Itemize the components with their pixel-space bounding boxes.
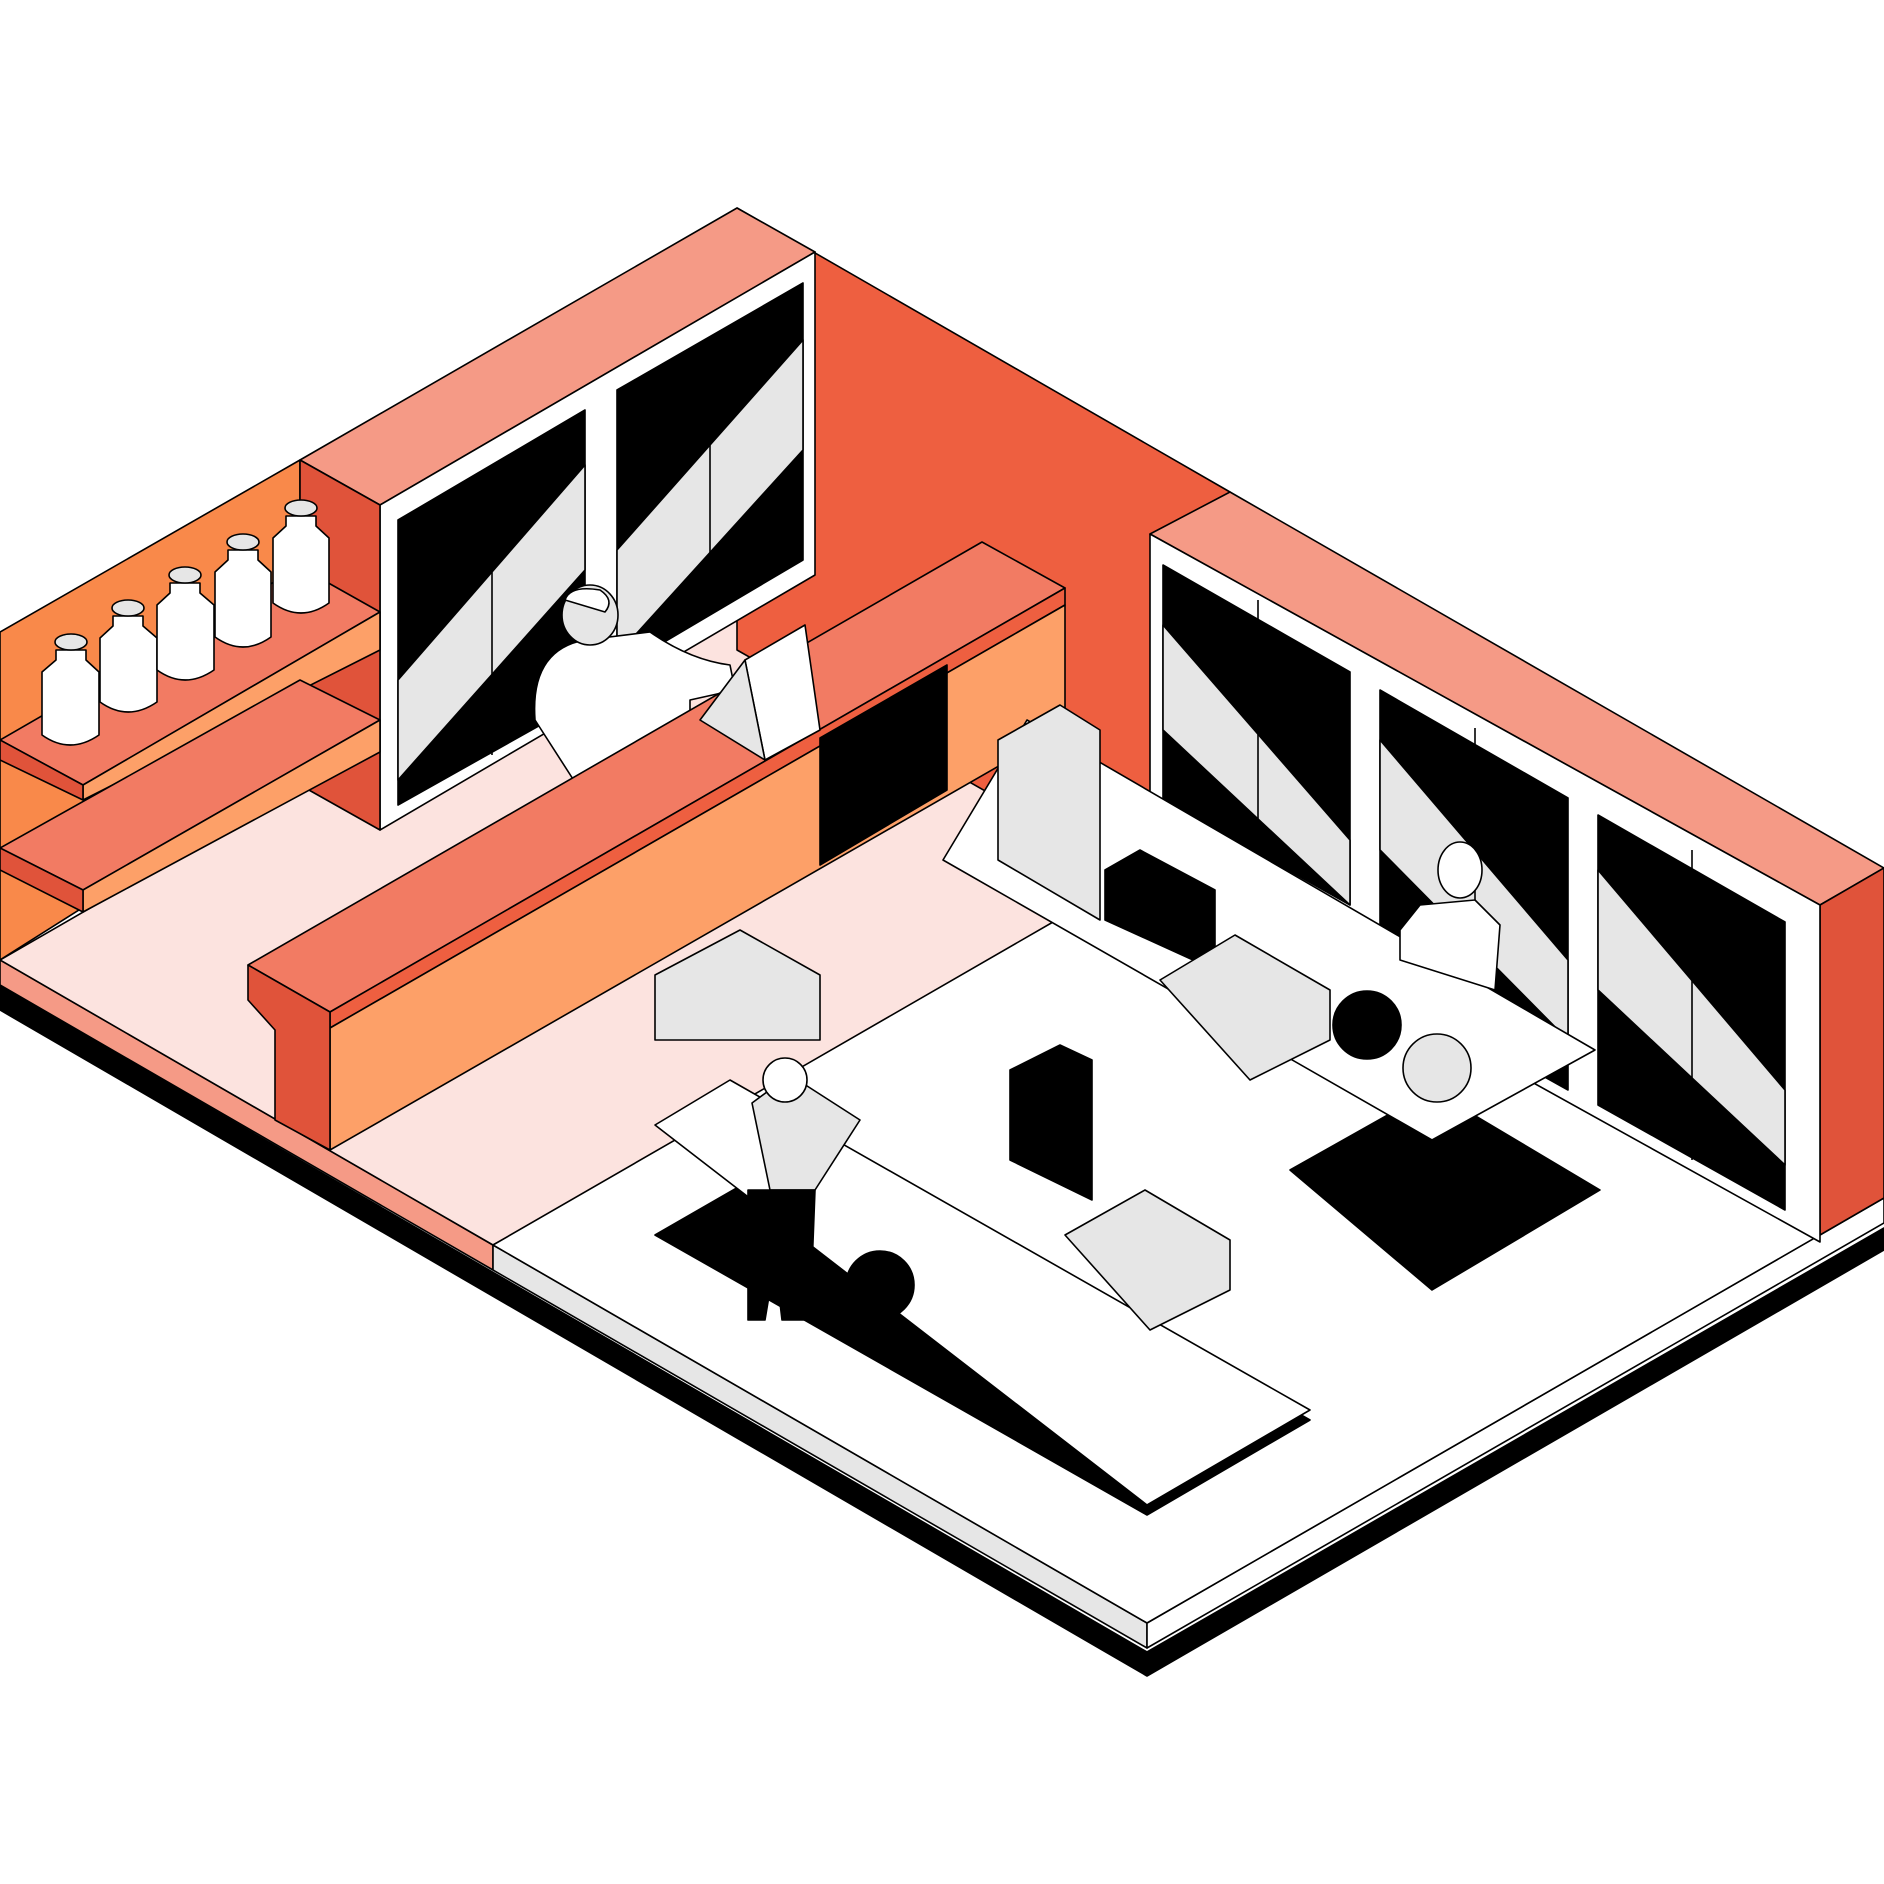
customer-at-window xyxy=(1399,841,1501,991)
bottle xyxy=(41,633,100,746)
bottle xyxy=(156,566,215,681)
counter-gap xyxy=(819,664,948,866)
upper-shelf-side xyxy=(0,739,84,801)
lower-shelf-side xyxy=(0,847,84,913)
window-right-1-glass xyxy=(1162,624,1351,906)
base-shadow xyxy=(0,985,1884,1677)
counter-side xyxy=(247,964,331,1151)
bottle xyxy=(99,599,158,713)
right-wall-end xyxy=(1819,867,1884,1236)
bottles xyxy=(41,499,330,746)
cash-register xyxy=(699,624,821,761)
customer-browsing xyxy=(747,1057,861,1321)
bottle xyxy=(214,533,272,648)
display-table-right xyxy=(942,704,1601,1291)
bottle xyxy=(272,499,330,614)
display-table-left xyxy=(654,929,1311,1516)
